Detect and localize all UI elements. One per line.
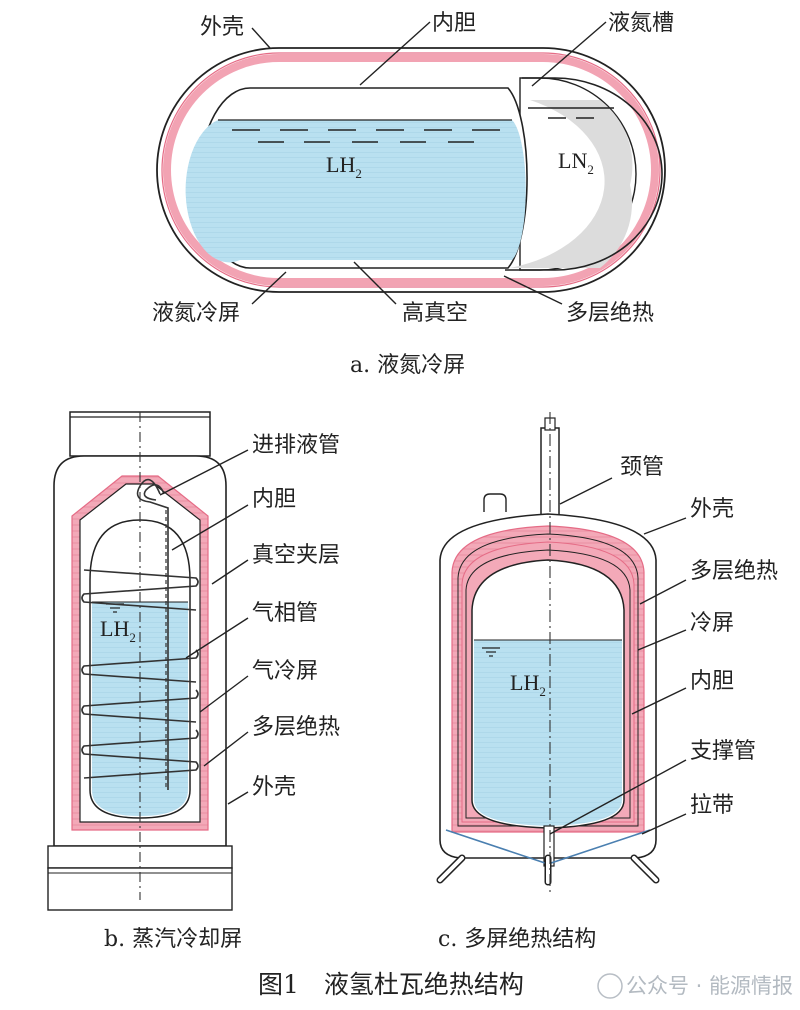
label-mli-c: 多层绝热 [690,559,778,584]
label-outer-shell-a: 外壳 [200,15,244,40]
lh2-level-marks [232,129,500,143]
caption-b: b. 蒸汽冷却屏 [104,927,242,952]
label-strap: 拉带 [690,793,734,818]
panel-c: LH2 颈管 外壳 多层绝热 冷屏 内胆 支撑管 拉带 c. 多屏绝热结构 [436,412,778,952]
watermark: 公众号 · 能源情报 [597,973,793,999]
label-gas-pipe: 气相管 [252,601,318,626]
ln2-liquid [510,100,633,268]
label-outer-shell-c: 外壳 [690,497,734,522]
label-cold-shield: 冷屏 [690,611,734,636]
ln2-shield-edge [161,52,661,288]
label-outer-shell-b: 外壳 [252,775,296,800]
label-ln2-shield: 液氮冷屏 [152,301,240,326]
watermark-text: 公众号 · 能源情报 [626,974,793,998]
lh2-liquid-b [92,602,188,816]
label-fill-drain-pipe: 进排液管 [252,433,340,458]
label-ln2-tank: 液氮槽 [608,11,674,36]
label-mli-a: 多层绝热 [566,301,654,326]
lh2-symbol-b: LH2 [100,616,136,645]
figure-title: 图1 液氢杜瓦绝热结构 [258,970,524,999]
wechat-icon [597,973,623,999]
label-neck-tube: 颈管 [620,455,664,480]
cold-shield-c [465,549,631,819]
ln2-symbol: LN2 [558,148,594,177]
panel-a: LH2 LN2 外壳 内胆 液氮槽 液氮冷屏 高真空 多层绝热 a. 液氮冷屏 [152,11,674,378]
handle [483,493,507,512]
ln2-tank-wall [505,77,663,271]
lh2-liquid [185,120,526,263]
caption-a: a. 液氮冷屏 [350,353,465,378]
label-inner-tank-c: 内胆 [690,669,734,694]
ln2-shield-band [163,54,659,286]
caption-c: c. 多屏绝热结构 [438,927,596,952]
label-gas-shield: 气冷屏 [252,659,318,684]
lh2-liquid-c [474,640,622,826]
label-support-tube: 支撑管 [690,739,756,764]
label-high-vacuum: 高真空 [402,301,468,326]
lh2-symbol-a: LH2 [326,152,362,181]
label-inner-tank-a: 内胆 [432,11,476,36]
lh2-symbol-c: LH2 [510,670,546,699]
label-inner-tank-b: 内胆 [252,487,296,512]
label-mli-b: 多层绝热 [252,715,340,740]
label-vacuum-interlayer: 真空夹层 [252,543,340,568]
panel-b: LH2 进排液管 内胆 真空夹层 气相管 气冷屏 多层绝热 外壳 b. 蒸汽冷却… [47,411,340,952]
